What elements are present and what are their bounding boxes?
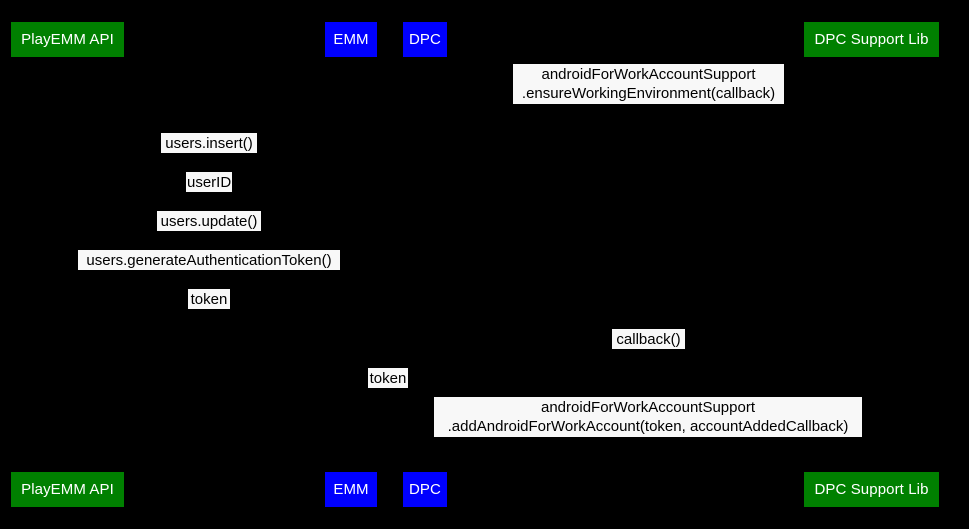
message-label-line: users.generateAuthenticationToken() xyxy=(86,251,332,269)
message-label-line: androidForWorkAccountSupport xyxy=(541,399,755,416)
participant-top-playemm-api[interactable]: PlayEMM API xyxy=(11,22,124,57)
message-label-ensure-working-environment: androidForWorkAccountSupport .ensureWorki… xyxy=(513,64,784,104)
participant-top-emm[interactable]: EMM xyxy=(325,22,377,57)
message-label-line: token xyxy=(369,369,407,387)
participant-top-dpc-support-lib[interactable]: DPC Support Lib xyxy=(804,22,939,57)
participant-bottom-dpc-support-lib[interactable]: DPC Support Lib xyxy=(804,472,939,507)
message-label-line: users.update() xyxy=(160,212,258,230)
message-label-line: .ensureWorkingEnvironment(callback) xyxy=(521,85,776,102)
message-label-line: token xyxy=(190,290,228,308)
participant-bottom-emm[interactable]: EMM xyxy=(325,472,377,507)
participant-bottom-playemm-api[interactable]: PlayEMM API xyxy=(11,472,124,507)
message-label-token-upper: token xyxy=(188,289,230,309)
participant-bottom-dpc[interactable]: DPC xyxy=(403,472,447,507)
message-label-user-id: userID xyxy=(186,172,232,192)
message-label-line: userID xyxy=(187,173,232,191)
message-label-callback: callback() xyxy=(612,329,685,349)
message-label-users-generate-authentication-token: users.generateAuthenticationToken() xyxy=(78,250,340,270)
message-label-add-android-for-work-account: androidForWorkAccountSupport .addAndroidF… xyxy=(434,397,862,437)
message-label-line: .addAndroidForWorkAccount(token, account… xyxy=(447,418,849,435)
participant-top-dpc[interactable]: DPC xyxy=(403,22,447,57)
message-label-line: androidForWorkAccountSupport xyxy=(541,66,756,83)
message-label-users-insert: users.insert() xyxy=(161,133,257,153)
message-label-token-lower: token xyxy=(368,368,408,388)
message-label-line: callback() xyxy=(616,330,681,348)
message-label-users-update: users.update() xyxy=(157,211,261,231)
message-label-line: users.insert() xyxy=(165,134,253,152)
